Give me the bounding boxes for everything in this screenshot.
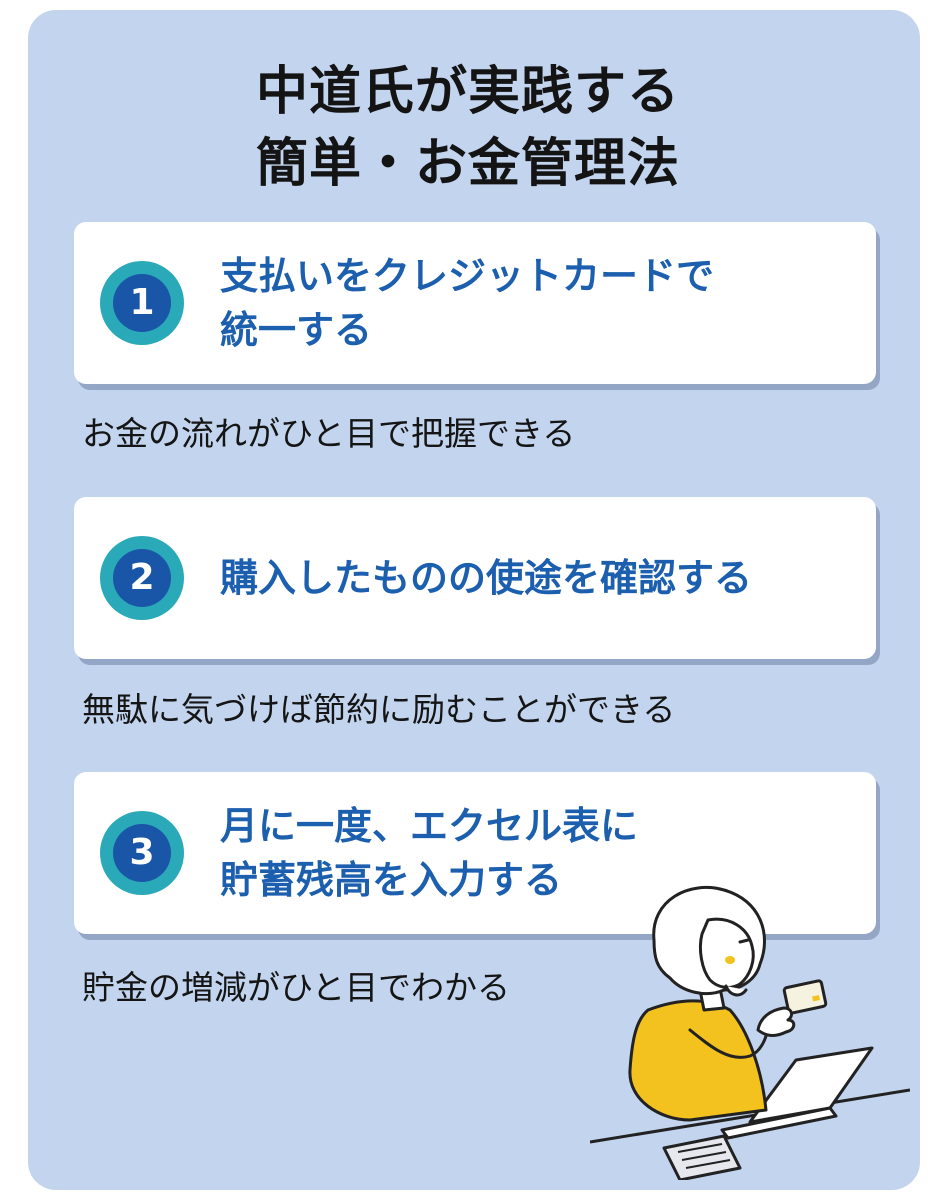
step-number-badge-2: 2 (100, 536, 184, 620)
step-text-3-line-1: 月に一度、エクセル表に (220, 804, 639, 848)
hand-at-chin (724, 984, 748, 997)
step-card-3: 3 月に一度、エクセル表に 貯蓄残高を入力する (74, 772, 876, 934)
raised-arm (688, 1026, 770, 1059)
eye (738, 938, 750, 944)
face (698, 917, 755, 989)
step-description-1: お金の流れがひと目で把握できる (82, 414, 576, 453)
step-number-badge-1: 1 (100, 261, 184, 345)
step-number-3: 3 (113, 824, 171, 882)
calculator-icon (662, 1134, 742, 1180)
cheek (725, 956, 735, 964)
step-card-1: 1 支払いをクレジットカードで 統一する (74, 222, 876, 384)
step-description-3: 貯金の増減がひと目でわかる (82, 968, 511, 1007)
laptop-icon (720, 1046, 874, 1140)
sweater (628, 999, 768, 1122)
step-text-3: 月に一度、エクセル表に 貯蓄残高を入力する (220, 772, 860, 934)
step-text-2: 購入したものの使途を確認する (220, 497, 860, 659)
title-line-1: 中道氏が実践する (255, 62, 680, 122)
step-text-3-line-2: 貯蓄残高を入力する (220, 858, 563, 902)
step-number-badge-3: 3 (100, 811, 184, 895)
credit-card-icon (782, 979, 828, 1015)
step-text-1: 支払いをクレジットカードで 統一する (220, 222, 860, 384)
step-description-2: 無駄に気づけば節約に励むことができる (82, 690, 676, 729)
step-card-2: 2 購入したものの使途を確認する (74, 497, 876, 659)
hand-holding-card (756, 1006, 796, 1037)
step-number-1: 1 (113, 274, 171, 332)
step-text-1-line-2: 統一する (220, 308, 373, 352)
step-number-2: 2 (113, 549, 171, 607)
desk-line (590, 1088, 910, 1144)
title-line-2: 簡単・お金管理法 (255, 134, 680, 194)
page-title: 中道氏が実践する 簡単・お金管理法 (0, 56, 936, 200)
woman-holding-credit-card-illustration-icon (590, 885, 910, 1180)
step-text-2-line-1: 購入したものの使途を確認する (220, 556, 753, 600)
step-text-1-line-1: 支払いをクレジットカードで (220, 254, 715, 298)
